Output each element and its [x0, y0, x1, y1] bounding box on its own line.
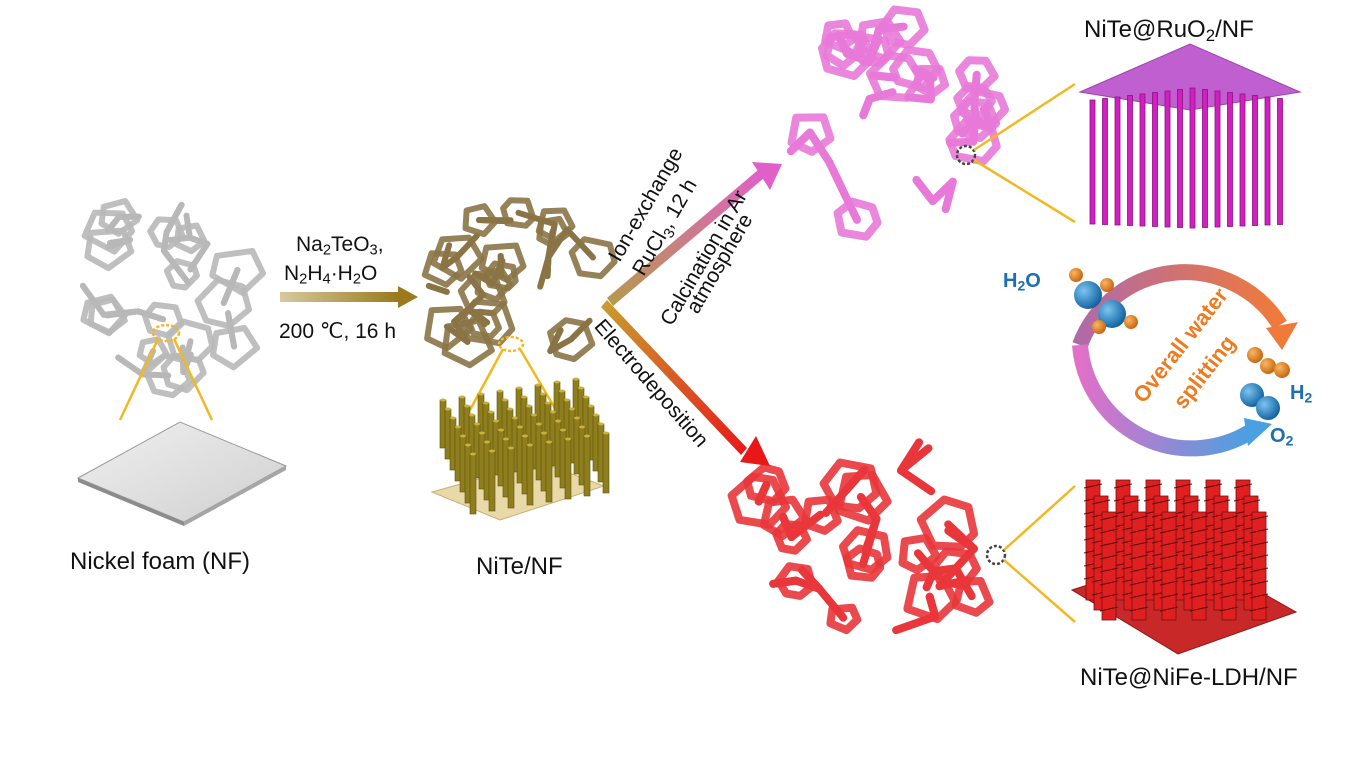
o2-molecule-icon	[1240, 383, 1280, 420]
label-h2: H2	[1290, 382, 1313, 406]
nf-zoom-lines	[118, 323, 214, 421]
nife-foam-structure	[727, 438, 994, 635]
ruo2-foam-structure	[786, 5, 1010, 241]
step1-reagent1: Na2TeO3,	[296, 233, 384, 259]
nite-zoom-lines	[468, 335, 558, 411]
nickel-foam-structure	[79, 198, 266, 399]
label-nickel-foam: Nickel foam (NF)	[70, 548, 251, 575]
nite-nanorod-array	[430, 377, 610, 521]
label-nite-ruo2: NiTe@RuO2/NF	[1084, 16, 1254, 46]
label-o2: O2	[1270, 425, 1294, 449]
label-nite-nife-ldh: NiTe@NiFe-LDH/NF	[1080, 664, 1298, 691]
step1-condition: 200 ℃, 16 h	[279, 320, 396, 343]
arrow-step2-upper	[607, 162, 782, 306]
water-splitting-cycle	[1072, 264, 1298, 457]
nite-foam-structure	[421, 197, 618, 369]
arrow-step1	[280, 286, 418, 308]
step1-reagent2: N2H4·H2O	[284, 262, 378, 288]
h2-molecule-icon	[1247, 347, 1290, 378]
arrow-step2-lower	[601, 300, 770, 466]
ruo2-zoom-lines	[955, 82, 1076, 224]
nife-ldh-array	[1070, 479, 1298, 655]
h2o-molecule-icon	[1069, 268, 1138, 334]
nife-zoom-lines	[985, 485, 1076, 623]
label-nite-nf: NiTe/NF	[476, 553, 563, 580]
label-h2o: H2O	[1003, 270, 1041, 294]
ruo2-nanorod-array	[1078, 43, 1302, 229]
nickel-foam-plate	[76, 421, 288, 526]
